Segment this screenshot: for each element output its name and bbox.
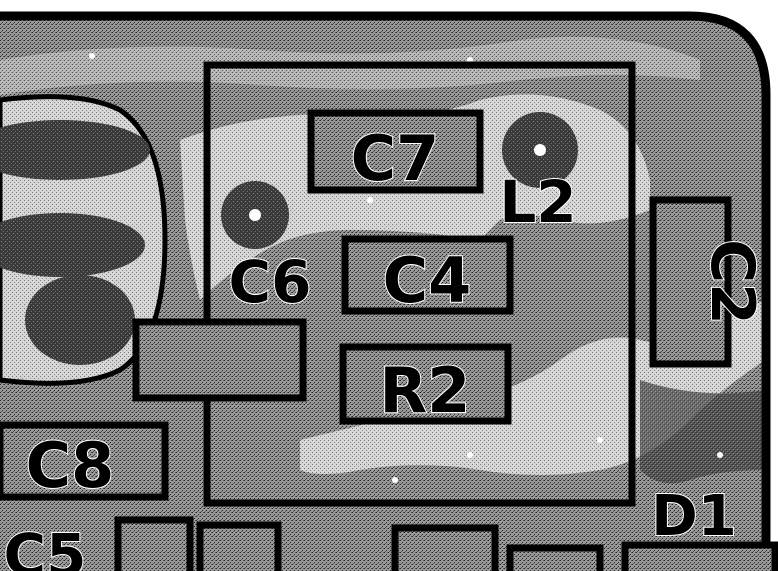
label-c5: C5	[4, 521, 87, 571]
board-outline	[0, 11, 771, 571]
via-hole-right	[534, 144, 546, 156]
via-hole-left	[249, 209, 261, 221]
capacitor-pad-middle	[0, 213, 145, 277]
label-c4: C4	[383, 244, 472, 317]
bottom-pad-3	[391, 524, 499, 571]
c4-pad	[341, 235, 514, 315]
label-c8: C8	[26, 429, 115, 502]
label-c2: C2	[697, 239, 767, 325]
module-outline	[203, 61, 636, 507]
r2-pad	[339, 343, 512, 425]
via-dot	[597, 437, 603, 443]
label-c6: C6	[229, 248, 312, 316]
bottom-pad-1	[114, 516, 194, 571]
via-dot	[717, 452, 723, 458]
capacitor-pad-bottom	[25, 275, 135, 365]
c8-pad	[0, 421, 169, 501]
copper-trace-right	[640, 380, 765, 484]
capacitor-pad-top	[0, 120, 150, 180]
label-r2: R2	[380, 354, 471, 427]
via-dot	[367, 197, 373, 203]
bottom-pad-4	[506, 544, 604, 571]
bottom-pad-2	[196, 521, 282, 571]
via-dot	[392, 477, 398, 483]
c2-pad	[649, 196, 732, 368]
label-c7: C7	[351, 122, 440, 195]
bottom-pad-5	[621, 541, 778, 571]
c6-pad	[132, 318, 307, 402]
via-dot	[89, 53, 95, 59]
label-l2: L2	[499, 168, 576, 236]
c7-pad	[307, 109, 484, 194]
via-dot	[467, 452, 473, 458]
label-d1: D1	[651, 484, 736, 549]
